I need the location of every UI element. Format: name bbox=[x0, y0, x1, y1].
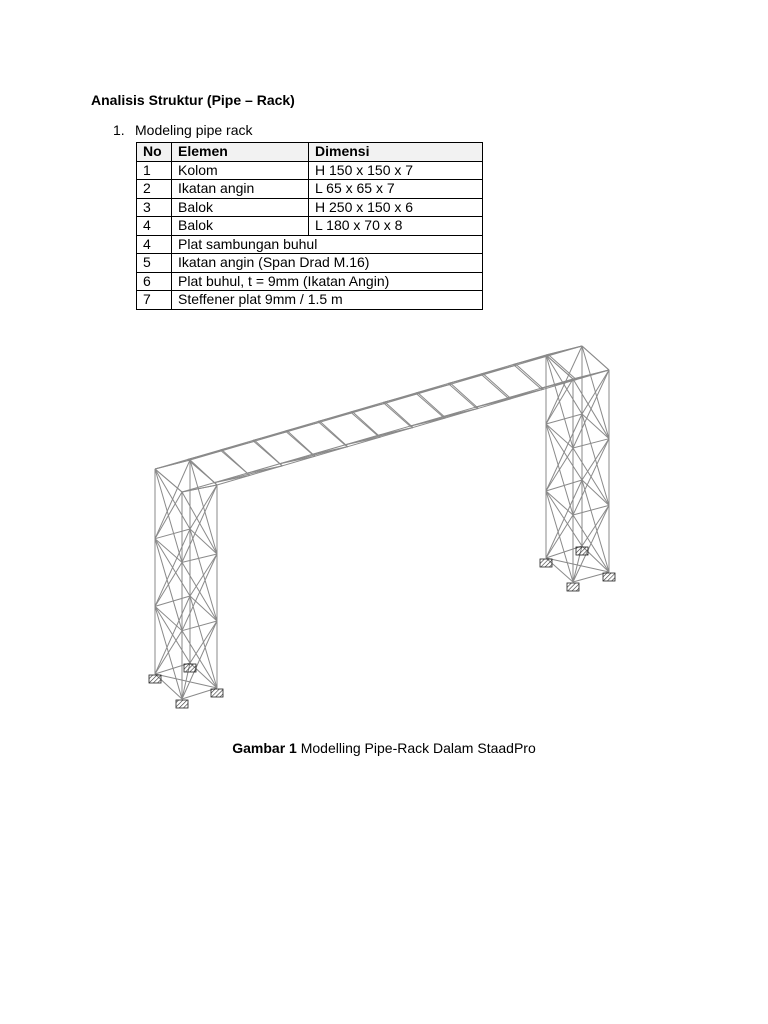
cell-elemen: Balok bbox=[171, 216, 309, 236]
support-icon bbox=[602, 572, 616, 582]
cell-no: 5 bbox=[136, 253, 172, 273]
cell-dimensi: L 65 x 65 x 7 bbox=[308, 179, 483, 199]
frame-members bbox=[154, 345, 610, 700]
cell-no: 6 bbox=[136, 271, 172, 291]
cell-elemen: Steffener plat 9mm / 1.5 m bbox=[171, 290, 483, 310]
table-row: 5 Ikatan angin (Span Drad M.16) bbox=[136, 253, 483, 273]
cell-elemen: Ikatan angin (Span Drad M.16) bbox=[171, 253, 483, 273]
header-dimensi: Dimensi bbox=[308, 142, 483, 162]
list-number: 1. bbox=[113, 122, 125, 138]
cell-dimensi: L 180 x 70 x 8 bbox=[308, 216, 483, 236]
support-icon bbox=[183, 663, 197, 673]
table-row: 4 Balok L 180 x 70 x 8 bbox=[136, 216, 483, 236]
cell-elemen: Plat buhul, t = 9mm (Ikatan Angin) bbox=[171, 271, 483, 291]
cell-no: 4 bbox=[136, 216, 172, 236]
cell-elemen: Plat sambungan buhul bbox=[171, 234, 483, 254]
document-heading: Analisis Struktur (Pipe – Rack) bbox=[91, 92, 295, 108]
element-table: No Elemen Dimensi 1 Kolom H 150 x 150 x … bbox=[136, 142, 483, 310]
cell-no: 1 bbox=[136, 160, 172, 180]
table-header-row: No Elemen Dimensi bbox=[136, 142, 483, 162]
cell-no: 3 bbox=[136, 197, 172, 217]
table-row: 7 Steffener plat 9mm / 1.5 m bbox=[136, 290, 483, 310]
table-row: 3 Balok H 250 x 150 x 6 bbox=[136, 197, 483, 217]
support-icon bbox=[210, 688, 224, 698]
table-row: 2 Ikatan angin L 65 x 65 x 7 bbox=[136, 179, 483, 199]
cell-dimensi: H 250 x 150 x 6 bbox=[308, 197, 483, 217]
header-no: No bbox=[136, 142, 172, 162]
cell-no: 7 bbox=[136, 290, 172, 310]
support-icon bbox=[566, 582, 580, 592]
support-icon bbox=[575, 546, 589, 556]
table-row: 1 Kolom H 150 x 150 x 7 bbox=[136, 160, 483, 180]
caption-text: Modelling Pipe-Rack Dalam StaadPro bbox=[300, 740, 536, 756]
cell-elemen: Kolom bbox=[171, 160, 309, 180]
table-row: 4 Plat sambungan buhul bbox=[136, 234, 483, 254]
cell-dimensi: H 150 x 150 x 7 bbox=[308, 160, 483, 180]
pipe-rack-figure bbox=[140, 335, 620, 710]
cell-elemen: Balok bbox=[171, 197, 309, 217]
cell-elemen: Ikatan angin bbox=[171, 179, 309, 199]
list-item-modeling: 1. Modeling pipe rack bbox=[113, 122, 253, 138]
cell-no: 4 bbox=[136, 234, 172, 254]
pipe-rack-model bbox=[148, 345, 616, 709]
cell-no: 2 bbox=[136, 179, 172, 199]
support-icon bbox=[175, 699, 189, 709]
support-icon bbox=[539, 558, 553, 568]
figure-caption: Gambar 1 Modelling Pipe-Rack Dalam Staad… bbox=[0, 740, 768, 756]
caption-label: Gambar 1 bbox=[232, 740, 297, 756]
header-elemen: Elemen bbox=[171, 142, 309, 162]
table-row: 6 Plat buhul, t = 9mm (Ikatan Angin) bbox=[136, 271, 483, 291]
support-icon bbox=[148, 674, 162, 684]
list-text: Modeling pipe rack bbox=[135, 122, 253, 138]
